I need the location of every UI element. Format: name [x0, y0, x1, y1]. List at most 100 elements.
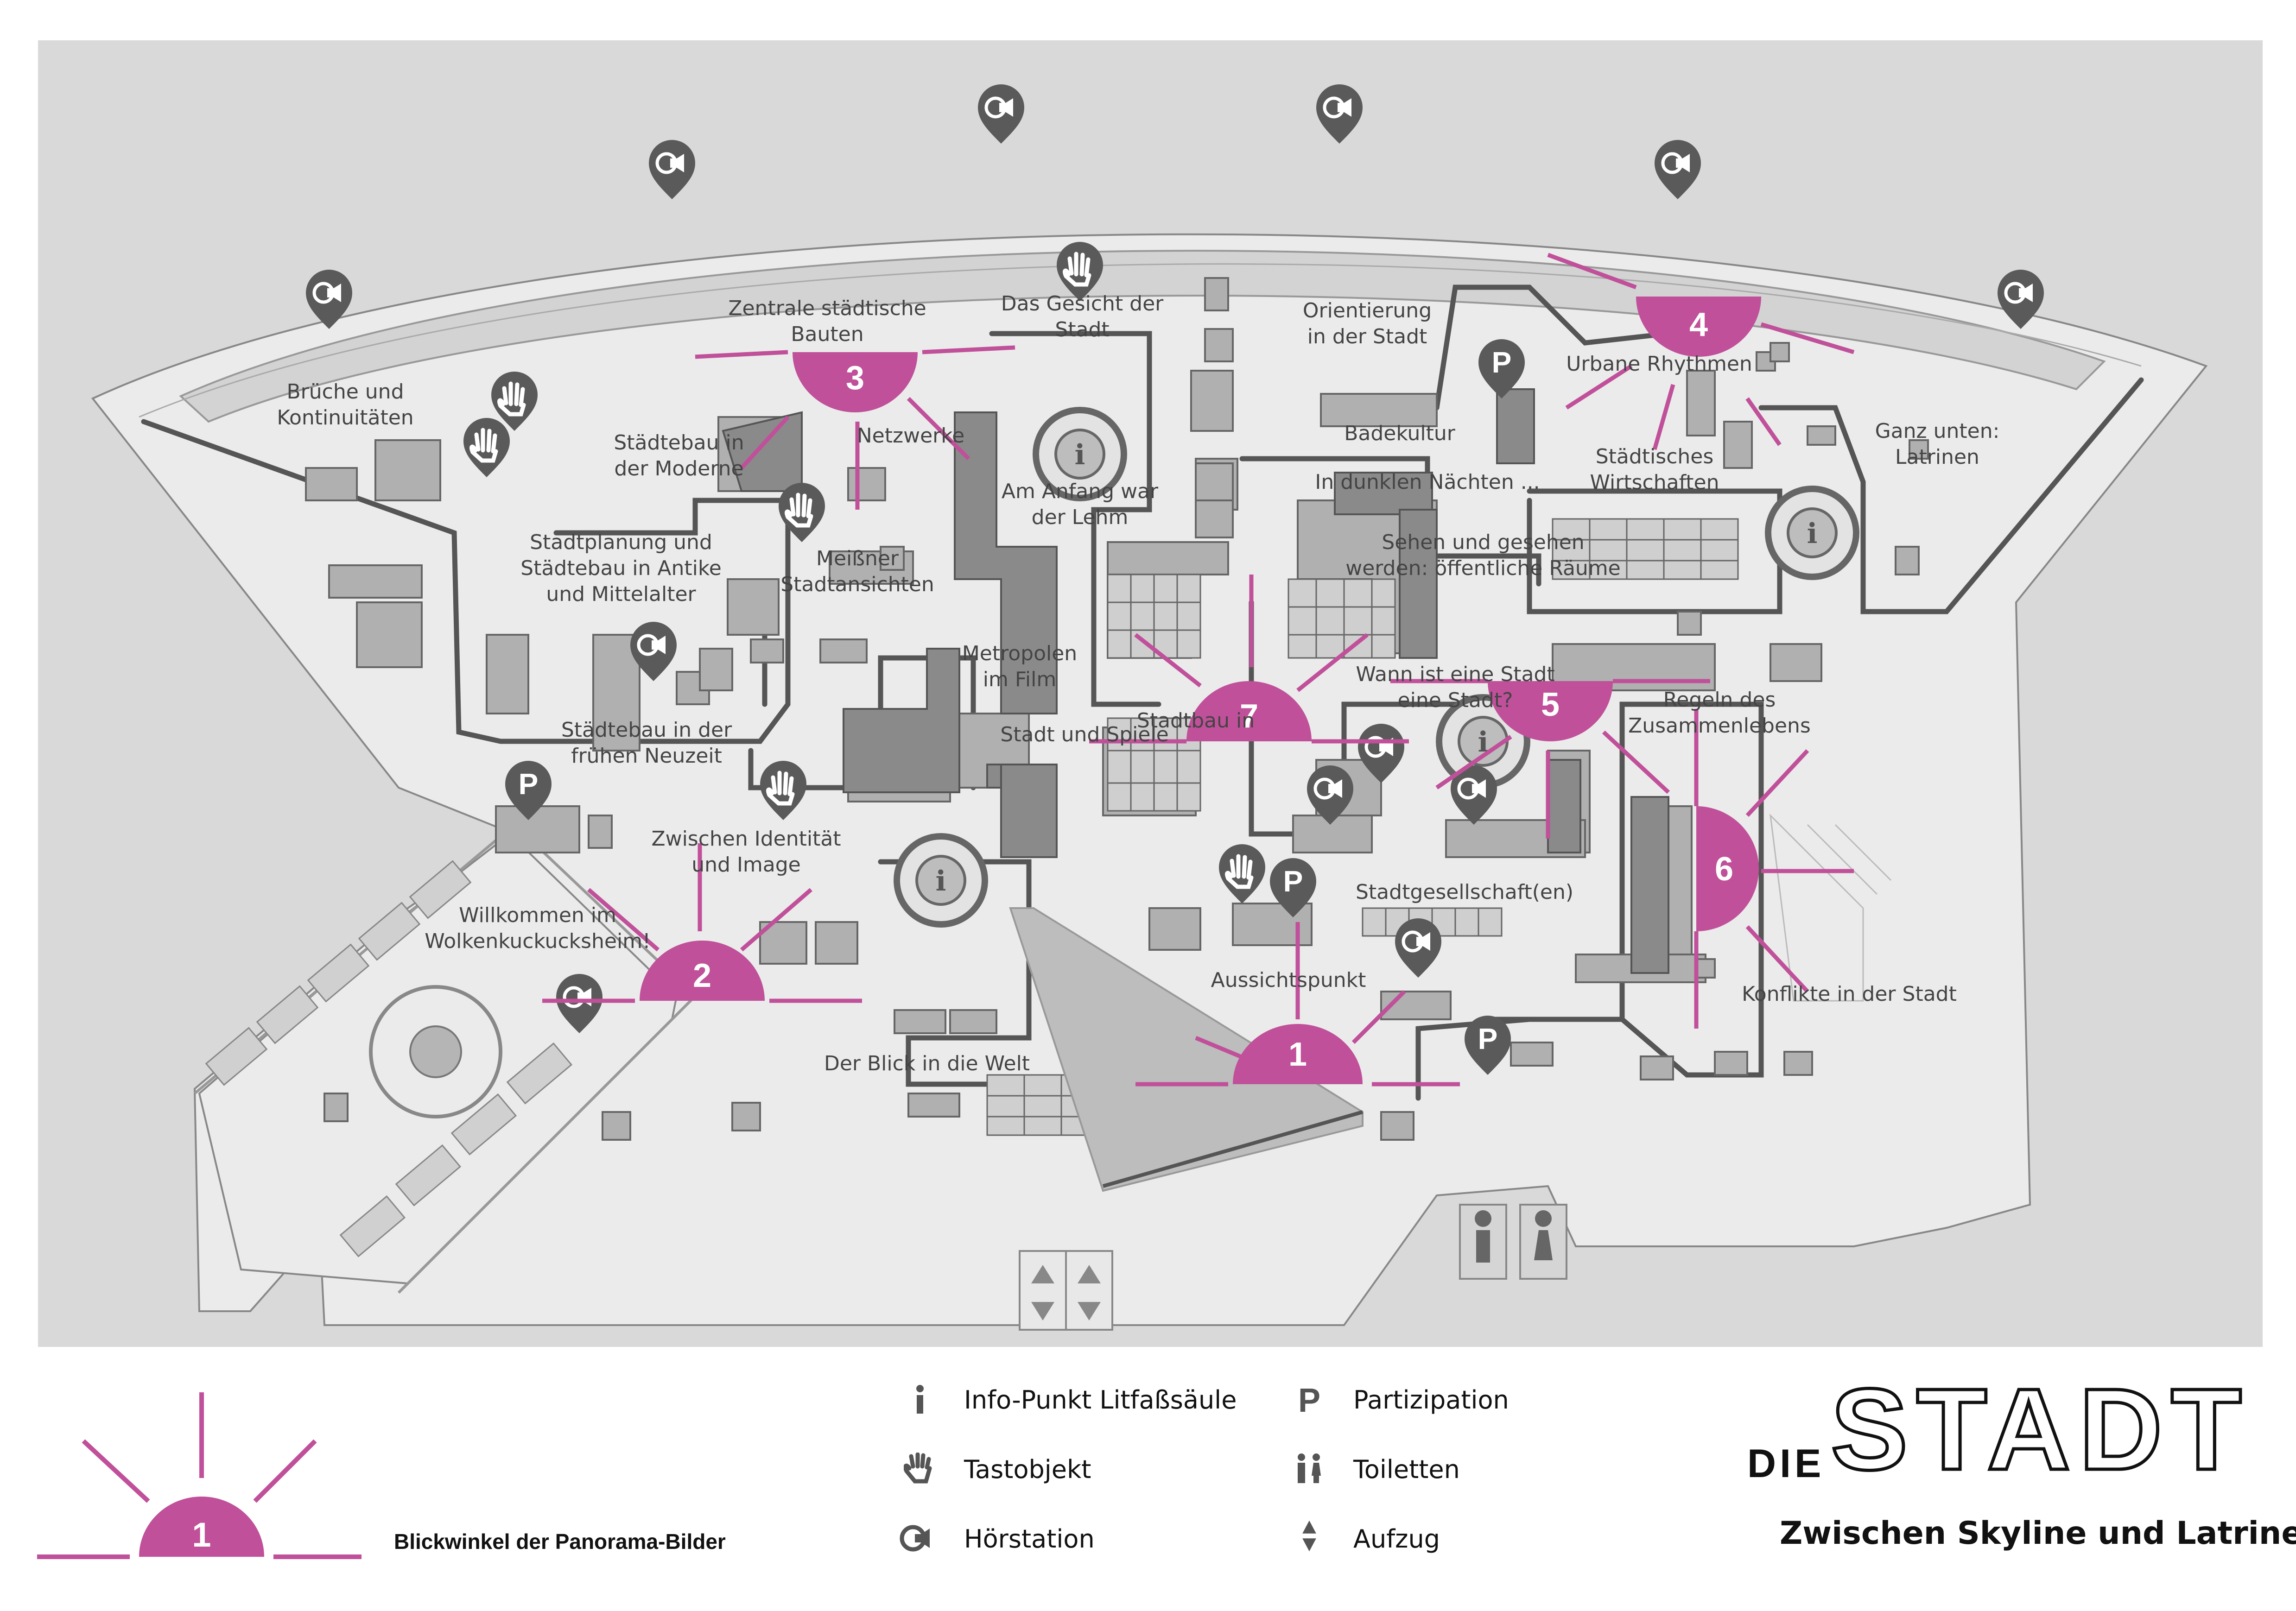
svg-text:P: P: [1298, 1383, 1320, 1415]
map-label-stadt-spiele: Stadt und Spiele: [1000, 723, 1168, 746]
viewpoint-5[interactable]: [1390, 679, 1710, 839]
map-label-line: Städtebau in der: [561, 718, 732, 742]
map-label-line: Städtebau in: [614, 431, 744, 455]
viewpoint-4[interactable]: [1547, 253, 1855, 450]
map-label-line: Stadtgesellschaft(en): [1356, 880, 1573, 904]
map-label-line: der Moderne: [614, 457, 743, 480]
map-label-line: Meißner: [816, 547, 899, 570]
map-label-netzwerke: Netzwerke: [857, 424, 964, 448]
legend-viewpoint-icon: 1: [37, 1392, 362, 1559]
touch-icon: [904, 1453, 932, 1484]
map-label-badekultur: Badekultur: [1344, 422, 1456, 445]
legend-elevator-label: Aufzug: [1353, 1524, 1440, 1554]
svg-text:3: 3: [846, 360, 864, 397]
map-label-line: Das Gesicht der: [1001, 292, 1164, 316]
map-label-line: Stadtplanung und: [530, 531, 712, 554]
map-label-line: werden: öffentliche Räume: [1345, 556, 1620, 580]
map-label-line: Zwischen Identität: [651, 827, 841, 851]
legend-participation-label: Partizipation: [1353, 1385, 1509, 1415]
map-label-line: Netzwerke: [857, 424, 964, 448]
map-label-line: Wirtschaften: [1590, 471, 1719, 494]
participation-icon: P: [1298, 1383, 1320, 1415]
elevator-icon: [1302, 1520, 1316, 1552]
viewpoint-2[interactable]: [542, 843, 862, 1003]
svg-text:5: 5: [1541, 686, 1560, 723]
ramp: [1009, 907, 1364, 1192]
map-label-dunkle-naechte: In dunklen Nächten ...: [1315, 470, 1540, 494]
map-label-line: Wann ist eine Stadt: [1356, 663, 1554, 686]
map-label-line: Latrinen: [1895, 445, 1979, 469]
map-label-konflikte: Konflikte in der Stadt: [1742, 982, 1957, 1006]
svg-text:6: 6: [1715, 851, 1733, 888]
brand-stadt: STADT: [1829, 1365, 2250, 1494]
map-label-stadtgesellschaft: Stadtgesellschaft(en): [1356, 880, 1573, 904]
toilet-icon: [1459, 1204, 1567, 1280]
info-icon: [916, 1385, 924, 1414]
map-label-line: in der Stadt: [1307, 325, 1427, 348]
map-label-line: der Lehm: [1032, 505, 1129, 529]
legend-viewpoint-label: Blickwinkel der Panorama-Bilder: [394, 1529, 726, 1554]
map-label-urbane: Urbane Rhythmen: [1566, 352, 1752, 376]
map-label-line: Am Anfang war: [1002, 480, 1159, 503]
legend-touch-label: Tastobjekt: [964, 1455, 1091, 1484]
map-label-blick: Der Blick in die Welt: [824, 1052, 1030, 1075]
map-label-line: Wolkenkuckucksheim!: [425, 929, 650, 953]
map-label-line: im Film: [983, 668, 1057, 691]
map-label-wann: Wann ist eine Stadt eine Stadt?: [1356, 663, 1554, 712]
viewpoint-1[interactable]: [1135, 922, 1460, 1087]
map-label-latrinen: Ganz unten:Latrinen: [1875, 419, 2000, 469]
map-label-line: Stadt: [1055, 318, 1109, 341]
map-label-aussichtspunkt: Aussichtspunkt: [1211, 968, 1366, 992]
svg-text:1: 1: [192, 1516, 211, 1554]
audio-icon: [900, 1525, 930, 1552]
info-point-icon[interactable]: [897, 836, 985, 924]
svg-text:1: 1: [1288, 1036, 1307, 1073]
viewpoint-6[interactable]: [1694, 709, 1854, 1029]
gallery-band: [179, 250, 2106, 423]
map-label-line: Willkommen im: [459, 903, 616, 927]
map-label-line: In dunklen Nächten ...: [1315, 470, 1540, 494]
elevator-icon: [1019, 1250, 1113, 1331]
map-label-line: Bauten: [791, 322, 863, 346]
map-label-stadtbau: Stadtbau in: [1137, 709, 1255, 733]
map-label-line: Kontinuitäten: [277, 406, 413, 430]
brand-subtitle: Zwischen Skyline und Latrine: [1780, 1515, 2296, 1552]
svg-text:7: 7: [1240, 698, 1258, 735]
map-label-line: frühen Neuzeit: [571, 744, 722, 768]
map-label-line: eine Stadt?: [1398, 689, 1513, 712]
rotunda: [369, 985, 502, 1118]
map-label-line: Badekultur: [1344, 422, 1456, 445]
map-label-line: Städtisches: [1596, 445, 1714, 468]
map-label-line: Zentrale städtische: [728, 297, 926, 320]
map-label-line: Stadtbau in: [1137, 709, 1255, 733]
map-label-line: Konflikte in der Stadt: [1742, 982, 1957, 1006]
svg-text:4: 4: [1689, 306, 1708, 343]
map-label-line: Urbane Rhythmen: [1566, 352, 1752, 376]
map-label-line: Der Blick in die Welt: [824, 1052, 1030, 1075]
map-label-metropolen: Metropolen im Film: [962, 642, 1077, 691]
viewpoint-7[interactable]: [1089, 575, 1409, 744]
viewpoint-3[interactable]: [695, 345, 1015, 510]
map-label-line: Metropolen: [962, 642, 1077, 665]
map-label-line: Städtebau in Antike: [520, 556, 722, 580]
map-label-line: Sehen und gesehen: [1382, 531, 1584, 554]
map-label-line: Stadt und Spiele: [1000, 723, 1168, 746]
info-point-icon[interactable]: [1768, 489, 1856, 577]
viewpoint-numbers: 1 2 3 4 5 6 7: [693, 306, 1733, 1073]
map-label-line: Stadtansichten: [780, 573, 934, 596]
svg-text:2: 2: [693, 957, 711, 994]
legend-audio-label: Hörstation: [964, 1524, 1095, 1554]
